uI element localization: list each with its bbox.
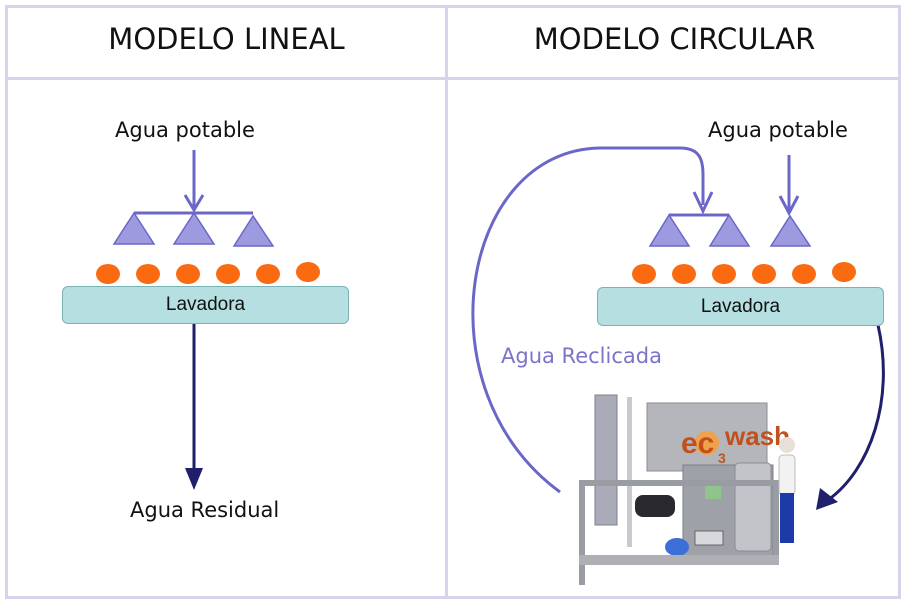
product — [792, 264, 816, 284]
brand-text-tail: wash — [724, 421, 790, 451]
linear-nozzle-2 — [172, 211, 216, 245]
control-box — [694, 530, 724, 546]
frame-beam — [579, 480, 779, 486]
product — [752, 264, 776, 284]
product — [672, 264, 696, 284]
product — [632, 264, 656, 284]
product — [176, 264, 200, 284]
recycle-arrowhead — [692, 191, 714, 215]
circular-washer-label: Lavadora — [700, 295, 781, 317]
linear-products — [96, 262, 320, 284]
pipe — [627, 397, 632, 547]
product — [136, 264, 160, 284]
linear-washer-label: Lavadora — [165, 294, 246, 315]
drain-to-treatment-arrow — [827, 324, 885, 502]
circular-input-arrowhead — [778, 195, 800, 217]
linear-nozzle-3 — [232, 214, 275, 247]
blue-pump — [665, 538, 689, 556]
ecowash-machine-illustration: ec 3 wash — [565, 385, 815, 590]
linear-drain-arrowhead — [185, 468, 203, 490]
circular-nozzle-2 — [708, 213, 751, 247]
linear-washer: Lavadora — [62, 286, 349, 324]
diagram-frame — [5, 5, 901, 599]
drain-to-treatment-arrowhead — [816, 488, 838, 510]
header-divider — [5, 77, 901, 80]
control-panel — [705, 485, 721, 499]
recycle-loop-arrow — [471, 146, 705, 494]
linear-output-label: Agua Residual — [130, 498, 280, 522]
circular-model-title: MODELO CIRCULAR — [533, 22, 816, 56]
circular-washer: Lavadora — [597, 287, 884, 326]
product — [256, 264, 280, 284]
product — [216, 264, 240, 284]
ozone-generator — [734, 462, 772, 552]
linear-model-title: MODELO LINEAL — [108, 22, 345, 56]
circular-products — [632, 262, 856, 284]
product — [712, 264, 736, 284]
circular-nozzle-3 — [769, 214, 812, 247]
linear-input-label: Agua potable — [115, 118, 255, 142]
linear-input-arrowhead — [183, 194, 205, 213]
recycle-label: Agua Reclicada — [501, 344, 662, 368]
brand-ozone-circle — [695, 431, 719, 455]
operator-head — [779, 437, 795, 453]
circular-nozzle-1 — [648, 213, 691, 247]
column-divider — [445, 5, 448, 599]
product — [296, 262, 320, 282]
operator-body — [778, 454, 796, 496]
machine-drawing: ec 3 wash — [579, 394, 796, 585]
frame-base — [579, 555, 779, 565]
product — [832, 262, 856, 282]
operator-legs — [780, 493, 794, 543]
frame-leg — [773, 480, 779, 555]
product — [96, 264, 120, 284]
frame-leg — [579, 480, 585, 585]
column-tank — [594, 394, 618, 526]
brand-subscript: 3 — [718, 450, 726, 466]
linear-nozzle-1 — [112, 211, 156, 245]
brand-text: ec — [681, 427, 714, 460]
black-pump — [635, 495, 675, 517]
circular-input-label: Agua potable — [708, 118, 848, 142]
